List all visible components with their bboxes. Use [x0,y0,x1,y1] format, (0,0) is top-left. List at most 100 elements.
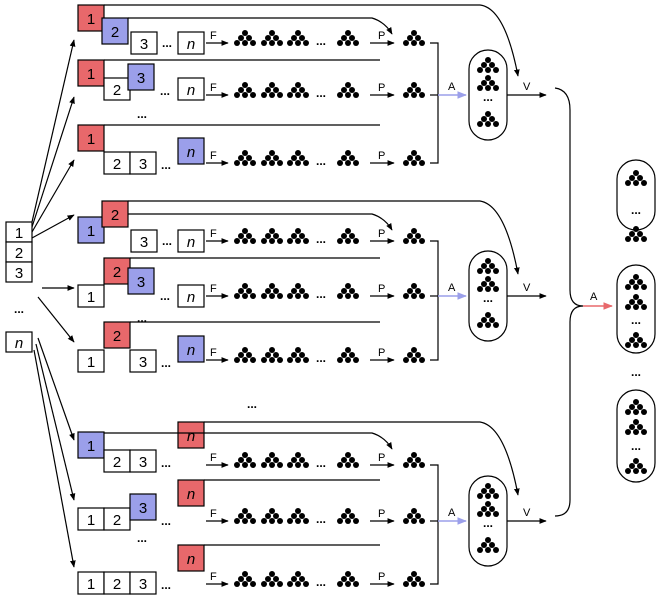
p-label: P [378,150,385,162]
v-label: V [523,507,531,519]
processing-row: F...P [206,228,425,246]
svg-text:3: 3 [139,354,147,371]
svg-text:1: 1 [87,354,95,371]
tree-ellipsis: ... [316,86,326,100]
input-label-1: 1 [15,225,23,242]
svg-text:n: n [187,144,195,161]
svg-text:n: n [187,289,195,306]
red-label: 1 [87,11,95,28]
svg-text:3: 3 [140,234,148,251]
svg-text:n: n [187,342,195,359]
input-stack: 1 2 3 ... n [5,221,33,353]
tree-glyph [337,452,359,468]
tree-glyph [287,30,309,46]
svg-text:3: 3 [139,500,147,517]
blue-cell [177,137,205,165]
group-ellipsis: ... [247,397,257,411]
svg-text:1: 1 [87,576,95,593]
svg-text:...: ... [161,356,171,370]
svg-text:...: ... [161,578,171,592]
f-label: F [210,452,217,464]
oval-ellipsis: ... [631,313,641,327]
red-cell [77,59,105,87]
input-label-3: 3 [15,265,23,282]
tree-ellipsis: ... [316,232,326,246]
svg-text:1: 1 [87,66,95,83]
tree-glyph [403,452,425,468]
blue-label: 2 [111,24,119,41]
svg-text:...: ... [137,107,147,121]
red-cell [177,479,205,507]
f-label: F [210,283,217,295]
tree-glyph [403,30,425,46]
oval-ellipsis: ... [631,203,641,217]
f-label: F [210,347,217,359]
white-cell [177,229,205,253]
processing-row: F...P [206,150,425,168]
blue-cell [77,431,105,459]
processing-row: F...P [206,571,425,589]
tree-glyph [261,571,283,587]
svg-text:1: 1 [87,438,95,455]
collect-bracket [430,464,439,585]
svg-text:3: 3 [139,156,147,173]
p-label: P [378,347,385,359]
tree-glyph [234,347,256,363]
a-label: A [448,507,456,519]
v-label: V [523,282,531,294]
svg-text:...: ... [161,514,171,528]
svg-text:...: ... [162,234,172,248]
tree-ellipsis: ... [316,34,326,48]
p-label: P [378,571,385,583]
tree-glyph [261,452,283,468]
svg-text:n: n [187,234,195,251]
collect-bracket [430,240,439,361]
white-cell [129,349,157,373]
svg-text:...: ... [160,84,170,98]
tree-glyph [337,150,359,166]
blue-cell [177,335,205,363]
collect-bracket [430,42,439,164]
f-label: F [210,508,217,520]
oval-ellipsis: ... [483,516,493,530]
tree-glyph [337,283,359,299]
processing-row: F...P [206,452,425,470]
tree-glyph [261,30,283,46]
v-label: V [523,81,531,93]
svg-text:2: 2 [113,328,121,345]
processing-row: F...P [206,508,425,526]
svg-text:...: ... [160,289,170,303]
oval-ellipsis: ... [483,291,493,305]
tree-glyph [337,228,359,244]
svg-text:2: 2 [113,512,121,529]
svg-text:2: 2 [113,82,121,99]
tree-glyph [234,452,256,468]
svg-text:3: 3 [139,576,147,593]
white-cell [129,151,157,175]
svg-text:1: 1 [87,223,95,240]
svg-text:...: ... [161,158,171,172]
white-cell [77,349,105,373]
tree-glyph [403,228,425,244]
tree-glyph [261,347,283,363]
output-ellipsis: ... [631,365,641,379]
svg-text:3: 3 [137,274,145,291]
svg-text:...: ... [137,311,147,325]
svg-text:...: ... [162,36,172,50]
white-cell [177,77,205,101]
tree-glyph [287,452,309,468]
red-cell [177,421,205,449]
f-label: F [210,571,217,583]
merge-brace [554,87,584,517]
p-label: P [378,508,385,520]
fanout-arrows [31,39,76,568]
group-aggregation: A...V [430,240,547,361]
tree-glyph [337,571,359,587]
svg-text:1: 1 [87,289,95,306]
a-label: A [448,81,456,93]
tree-glyph [403,571,425,587]
svg-text:3: 3 [137,70,145,87]
p-label: P [378,283,385,295]
tree-glyph [337,347,359,363]
oval-ellipsis: ... [483,90,493,104]
